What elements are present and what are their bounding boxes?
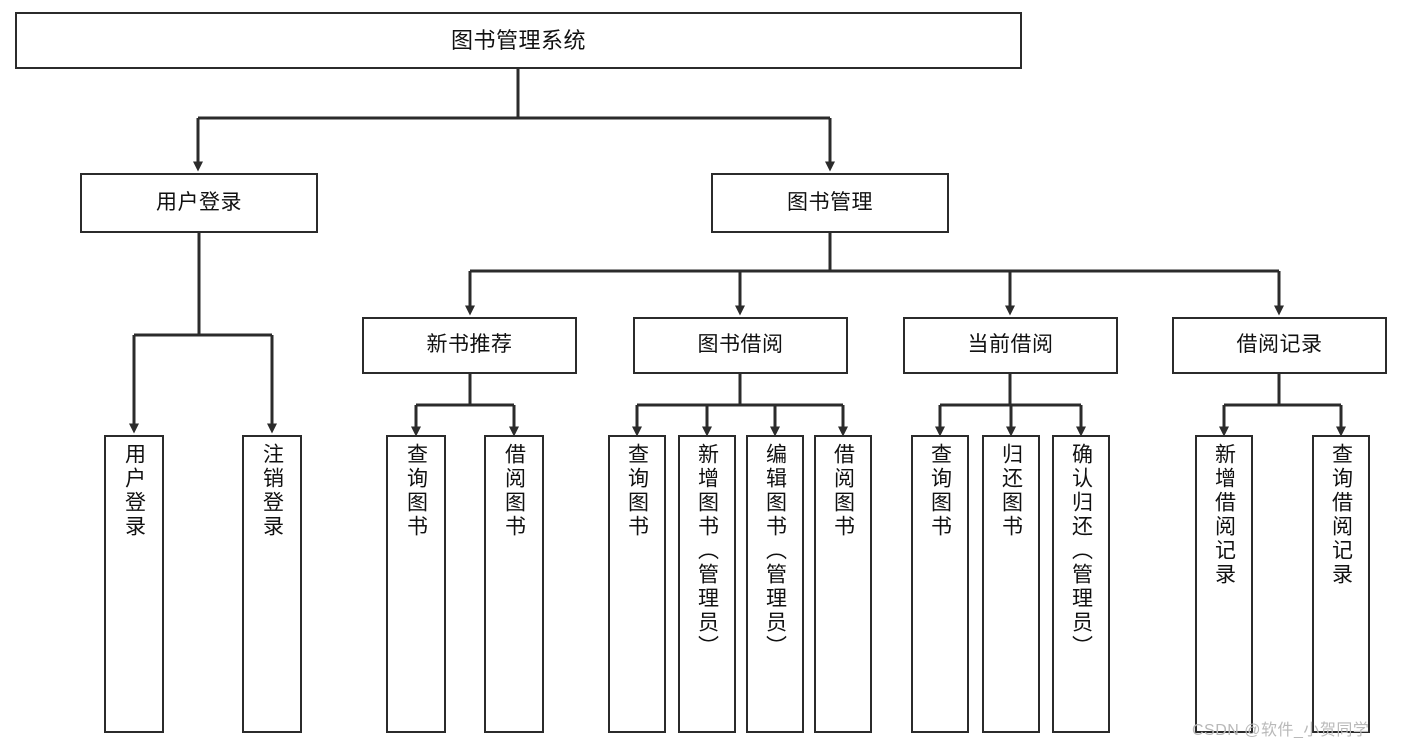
node-label: 借阅记录 [1236,333,1323,357]
node-label: 确认归还（管理员） [1069,443,1093,659]
node-label: 图书管理系统 [450,27,586,53]
node-label: 新书推荐 [426,333,513,357]
node-label: 新增借阅记录 [1212,443,1236,587]
node-label: 注销登录 [260,443,284,539]
node-leaf-user-login[interactable]: 用户登录 [104,435,164,733]
node-current-borrow[interactable]: 当前借阅 [903,317,1118,374]
node-label: 用户登录 [122,443,146,539]
node-label: 新增图书（管理员） [695,443,719,659]
node-leaf-query-book-3[interactable]: 查询图书 [911,435,969,733]
node-leaf-edit-book[interactable]: 编辑图书（管理员） [746,435,804,733]
node-label: 用户登录 [156,190,242,214]
node-book-borrow[interactable]: 图书借阅 [633,317,848,374]
node-label: 归还图书 [999,443,1023,539]
node-new-book-recommend[interactable]: 新书推荐 [362,317,577,374]
node-user-login[interactable]: 用户登录 [80,173,318,233]
node-book-management[interactable]: 图书管理 [711,173,949,233]
node-borrow-record[interactable]: 借阅记录 [1172,317,1387,374]
node-leaf-query-borrow-record[interactable]: 查询借阅记录 [1312,435,1370,733]
node-label: 查询借阅记录 [1329,443,1353,587]
node-label: 编辑图书（管理员） [763,443,787,659]
node-leaf-logout[interactable]: 注销登录 [242,435,302,733]
node-leaf-borrow-book-1[interactable]: 借阅图书 [484,435,544,733]
node-leaf-confirm-return[interactable]: 确认归还（管理员） [1052,435,1110,733]
node-leaf-query-book-2[interactable]: 查询图书 [608,435,666,733]
node-leaf-add-borrow-record[interactable]: 新增借阅记录 [1195,435,1253,733]
node-root-system[interactable]: 图书管理系统 [15,12,1022,69]
node-label: 查询图书 [625,443,649,539]
node-label: 图书管理 [787,190,873,214]
node-label: 当前借阅 [967,333,1054,357]
node-leaf-return-book[interactable]: 归还图书 [982,435,1040,733]
node-label: 借阅图书 [831,443,855,539]
node-leaf-add-book[interactable]: 新增图书（管理员） [678,435,736,733]
node-leaf-borrow-book-2[interactable]: 借阅图书 [814,435,872,733]
node-label: 图书借阅 [697,333,784,357]
node-label: 借阅图书 [502,443,526,539]
node-label: 查询图书 [928,443,952,539]
node-leaf-query-book-1[interactable]: 查询图书 [386,435,446,733]
node-label: 查询图书 [404,443,428,539]
